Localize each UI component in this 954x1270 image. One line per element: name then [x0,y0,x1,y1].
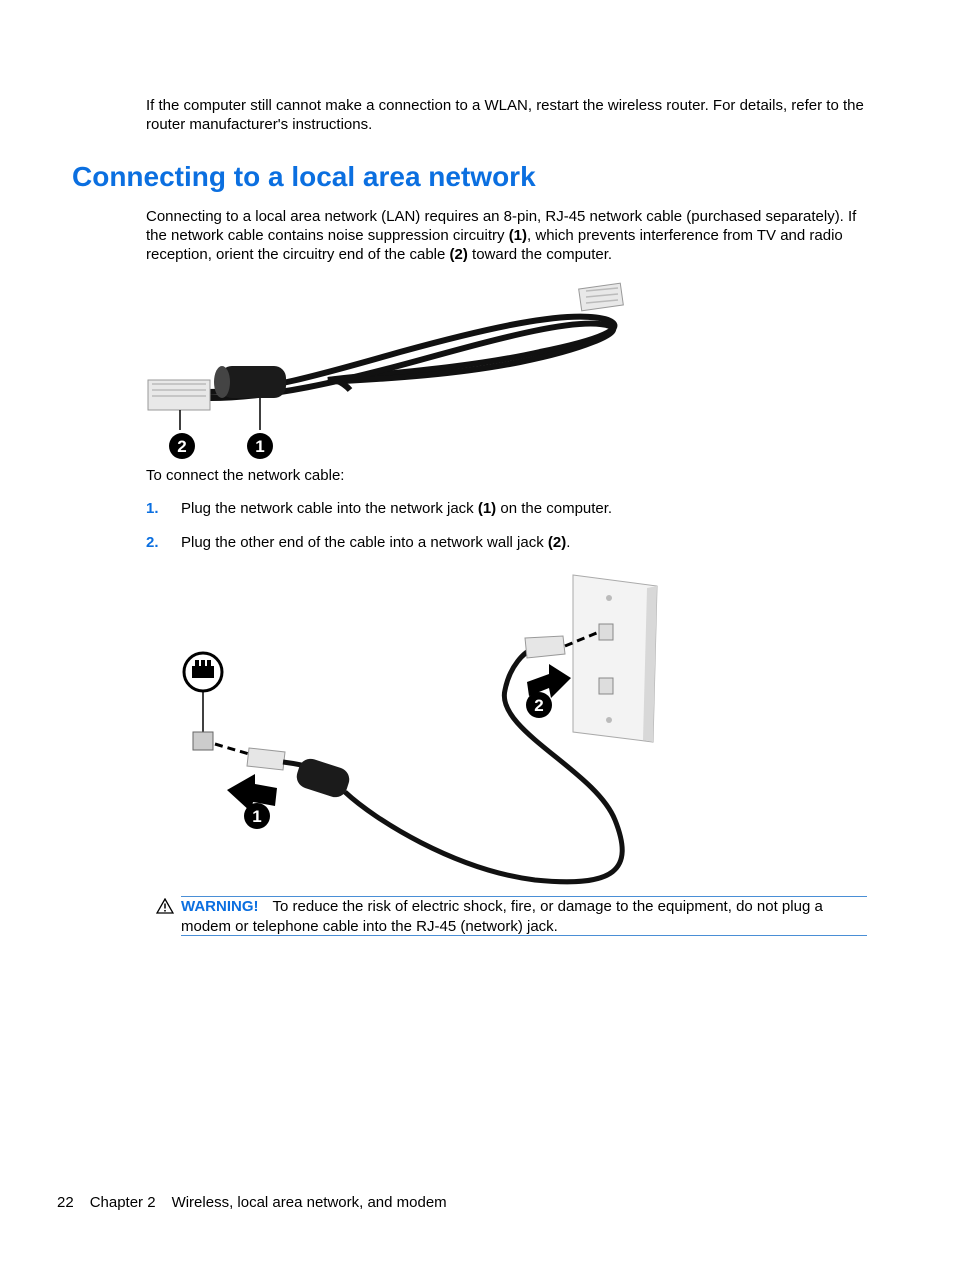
network-cable-illustration: 2 1 [147,282,624,459]
warning-text: WARNING!To reduce the risk of electric s… [181,897,867,936]
lan-description-paragraph: Connecting to a local area network (LAN)… [146,207,871,264]
step-number: 1. [146,500,159,517]
warning-label: WARNING! [181,898,259,915]
step-number: 2. [146,534,159,551]
lan-description-bold-1: (1) [508,227,528,244]
svg-text:2: 2 [534,696,543,715]
step-text-a: Plug the other end of the cable into a n… [181,534,548,551]
step-bold: (1) [477,500,497,517]
svg-text:1: 1 [255,437,264,456]
svg-text:2: 2 [177,437,186,456]
warning-triangle-icon [156,898,174,914]
warning-top-rule [181,896,867,897]
warning-bottom-rule [181,935,867,936]
callout-2-icon: 2 [526,692,552,718]
callout-2-icon: 2 [169,433,195,459]
step-text: Plug the other end of the cable into a n… [181,533,570,552]
section-heading: Connecting to a local area network [72,161,536,192]
connect-intro: To connect the network cable: [146,467,345,484]
svg-text:1: 1 [252,807,261,826]
step-text-a: Plug the network cable into the network … [181,500,478,517]
step-text: Plug the network cable into the network … [181,499,612,518]
callout-1-icon: 1 [244,803,270,829]
arrow-left-icon [227,774,277,812]
lan-description-bold-2: (2) [449,246,468,263]
intro-paragraph: If the computer still cannot make a conn… [146,97,864,133]
network-port-icon [182,651,224,732]
step-bold: (2) [547,534,567,551]
step-text-b: . [566,534,571,551]
cable-connection-illustration: 1 2 [182,574,658,885]
lan-description-text-1: Connecting to a local area network (LAN)… [146,208,857,244]
lan-description-text-2: , which prevents interference from TV an… [146,227,843,263]
chapter-label: Chapter 2 [89,1194,156,1211]
step-text-b: on the computer. [496,500,613,517]
page-footer: 22 Chapter 2 Wireless, local area network,… [57,1193,447,1212]
arrow-right-icon [527,664,571,698]
warning-body: To reduce the risk of electric shock, fi… [181,898,823,935]
page-number: 22 [57,1194,74,1211]
chapter-title: Wireless, local area network, and modem [171,1194,447,1211]
lan-description-text-3: toward the computer. [467,246,613,263]
callout-1-icon: 1 [247,433,273,459]
wall-jack-icon [572,574,658,743]
